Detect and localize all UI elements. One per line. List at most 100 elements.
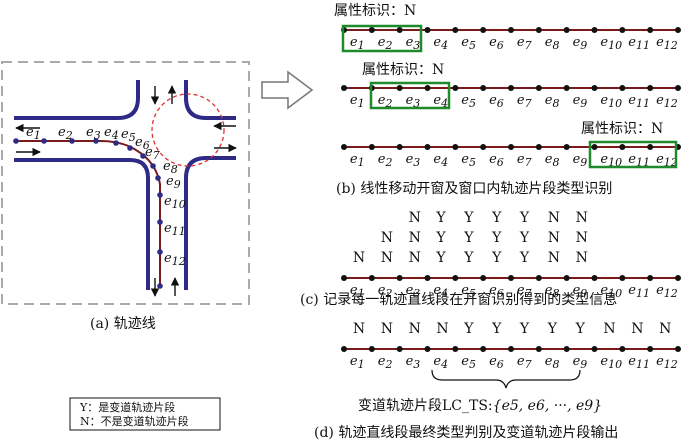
segment-label-e1: e1	[350, 283, 365, 300]
track-node	[591, 27, 598, 33]
segment-label-e11: e11	[628, 93, 650, 110]
segment-label-e6: e6	[489, 283, 504, 300]
track-node	[619, 27, 626, 33]
final-type-mark: Y	[519, 321, 530, 337]
brace	[431, 369, 581, 389]
track-node	[619, 144, 626, 150]
segment-label-e8: e8	[545, 354, 560, 371]
track-node	[619, 85, 626, 91]
type-mark: N	[381, 230, 393, 246]
segment-label-e5: e5	[461, 35, 476, 52]
segment-label-e11: e11	[628, 354, 650, 371]
legend-box	[69, 397, 221, 431]
track-node	[508, 275, 514, 281]
track-node	[563, 144, 570, 150]
type-mark: N	[576, 210, 588, 226]
track-node	[535, 85, 542, 91]
segment-label-e1: e1	[350, 35, 365, 52]
segment-label-e9: e9	[573, 152, 588, 169]
track-node	[675, 275, 681, 281]
track-node	[341, 346, 347, 352]
segment-label-e7: e7	[517, 354, 532, 371]
track-node	[341, 144, 347, 150]
track-node	[535, 275, 542, 281]
track-node	[508, 144, 514, 150]
segment-label-e5: e5	[461, 283, 476, 300]
type-mark: N	[548, 250, 560, 266]
track-node	[424, 144, 431, 150]
segment-label-e8: e8	[545, 283, 560, 300]
track-node	[396, 144, 403, 150]
trajectory-point	[13, 138, 19, 144]
segment-label-e2: e2	[378, 93, 393, 110]
track-node	[368, 144, 375, 150]
type-mark: N	[409, 210, 421, 226]
segment-label-e9: e9	[573, 35, 588, 52]
track-node	[535, 144, 542, 150]
intersection-circle	[151, 93, 225, 167]
track-node	[368, 346, 375, 352]
segment-label-e7: e7	[517, 93, 532, 110]
track-node	[480, 27, 487, 33]
type-mark: N	[353, 250, 365, 266]
legend-n: N：不是变道轨迹片段	[80, 414, 189, 428]
seg-label-e5: e5	[121, 127, 136, 144]
segment-label-e5: e5	[461, 152, 476, 169]
track-node	[480, 346, 487, 352]
track-node	[591, 144, 598, 150]
segment-label-e1: e1	[350, 93, 365, 110]
segment-label-e6: e6	[489, 35, 504, 52]
caption-c: (c) 记录每一轨迹直线段在开窗识别得到的类型信息	[300, 291, 617, 308]
attr-label-3: 属性标识：N	[581, 121, 663, 137]
track-node	[396, 27, 403, 33]
type-mark: N	[548, 230, 560, 246]
track-node	[480, 144, 487, 150]
type-mark: Y	[435, 210, 446, 226]
track-node	[396, 85, 403, 91]
type-mark: Y	[463, 230, 474, 246]
segment-label-e2: e2	[378, 152, 393, 169]
window-box-2	[369, 81, 451, 110]
final-type-mark: Y	[575, 321, 586, 337]
road-bottom-right	[184, 156, 236, 290]
trajectory-point	[150, 163, 156, 169]
segment-label-e7: e7	[517, 35, 532, 52]
track-node	[452, 346, 459, 352]
trajectory-point	[157, 192, 163, 198]
track-node	[508, 85, 514, 91]
segment-label-e1: e1	[350, 152, 365, 169]
final-type-mark: N	[631, 321, 643, 337]
attr-label-1: 属性标识：N	[334, 3, 416, 19]
segment-label-e7: e7	[517, 283, 532, 300]
track-node	[647, 275, 654, 281]
segment-label-e3: e3	[406, 93, 421, 110]
seg-label-e7: e7	[145, 145, 160, 162]
final-type-mark: Y	[491, 321, 502, 337]
segment-label-e2: e2	[378, 354, 393, 371]
track-node	[452, 144, 459, 150]
final-type-mark: N	[436, 321, 448, 337]
seg-label-e10: e10	[164, 194, 186, 211]
seg-label-e8: e8	[163, 159, 178, 176]
final-type-mark: N	[381, 321, 393, 337]
type-mark: N	[409, 230, 421, 246]
track-node	[424, 85, 431, 91]
final-type-mark: N	[659, 321, 671, 337]
legend-y: Y：是变道轨迹片段	[79, 400, 175, 414]
segment-label-e12: e12	[656, 35, 678, 52]
flow-arrow-icon	[261, 70, 314, 110]
seg-label-e9: e9	[166, 174, 181, 191]
track-node	[563, 275, 570, 281]
trajectory-point	[155, 175, 161, 181]
trajectory-point	[157, 219, 163, 225]
track-node	[591, 346, 598, 352]
track-node	[647, 85, 654, 91]
trajectory-point	[157, 249, 163, 255]
segment-label-e4: e4	[433, 35, 448, 52]
track-node	[368, 27, 375, 33]
